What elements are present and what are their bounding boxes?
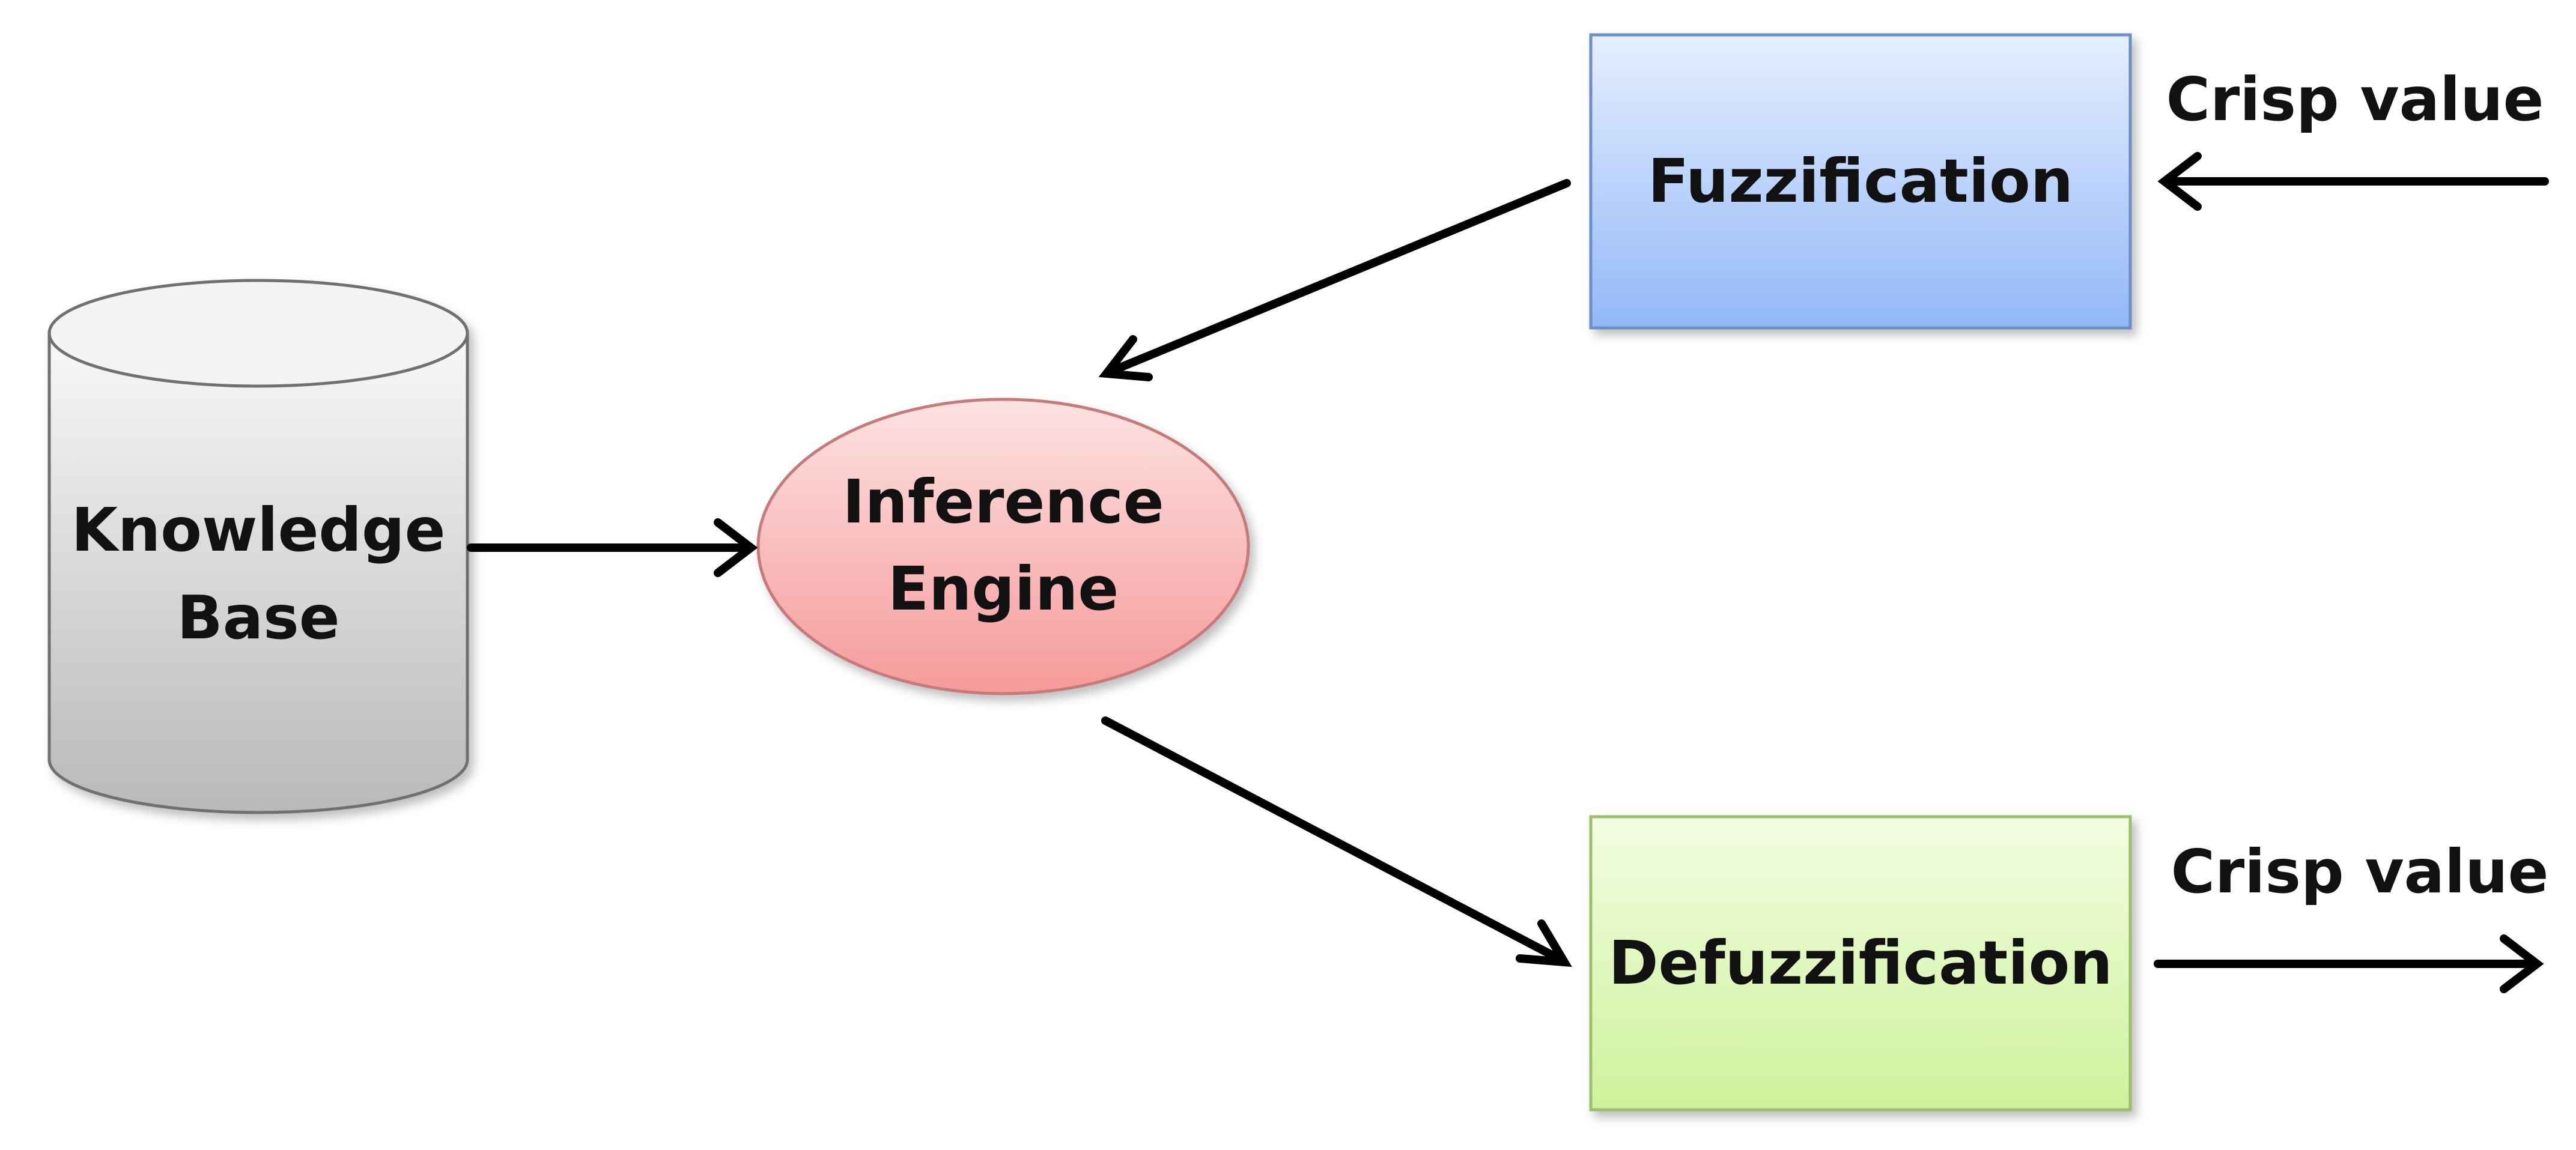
defuzzification-label: Defuzzification: [1608, 928, 2112, 998]
inference-engine-node: [756, 398, 1250, 695]
inference-engine-label-line2: Engine: [888, 554, 1119, 624]
arrow-fuzzification-to-inference: [1098, 179, 1571, 381]
arrow-defuzzification-to-output: [2154, 934, 2544, 993]
knowledge-base-cylinder-body: [47, 331, 469, 814]
arrow-input-to-fuzzification: [2157, 152, 2549, 211]
fuzzification-node: [1589, 33, 2132, 330]
defuzzification-node: [1589, 815, 2132, 1112]
output-crisp-value-label: Crisp value: [2171, 837, 2549, 907]
inference-engine-label-line1: Inference: [842, 467, 1164, 537]
knowledge-base-label-line1: Knowledge: [71, 495, 446, 565]
knowledge-base-cylinder-top: [47, 279, 469, 388]
arrow-inference-to-defuzzification: [1101, 716, 1572, 967]
input-crisp-value-label: Crisp value: [2166, 64, 2544, 135]
fuzzification-label: Fuzzification: [1648, 146, 2073, 216]
knowledge-base-label-line2: Base: [177, 583, 339, 653]
arrow-knowledge-to-inference: [467, 518, 758, 577]
knowledge-base-node: [47, 279, 469, 814]
